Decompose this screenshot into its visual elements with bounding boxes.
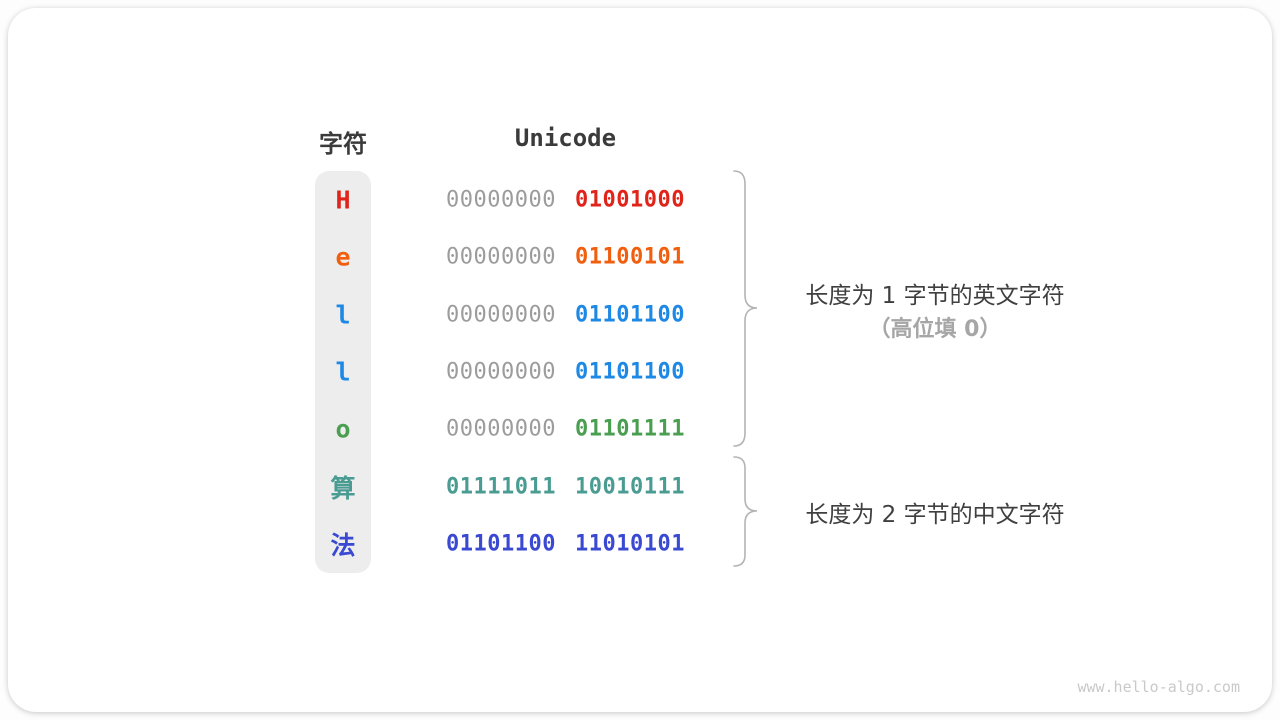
annotation-english-line2: （高位填 0） xyxy=(868,317,1002,342)
table-row: 法 01101100 11010101 xyxy=(8,516,1272,573)
annotation-chinese-line1: 长度为 2 字节的中文字符 xyxy=(805,502,1065,528)
character-cell: 法 xyxy=(330,531,356,561)
byte-low: 01001000 xyxy=(575,187,685,213)
char-column-background xyxy=(315,171,371,573)
encoding-table: H 00000000 01001000 e 00000000 01100101 … xyxy=(8,171,1272,573)
byte-high: 01101100 xyxy=(446,531,556,557)
character-cell: H xyxy=(335,185,351,215)
table-row: l 00000000 01101100 xyxy=(8,343,1272,400)
unicode-bytes: 00000000 01001000 xyxy=(428,187,703,212)
byte-low: 11010101 xyxy=(575,531,685,557)
unicode-bytes: 00000000 01100101 xyxy=(428,245,703,270)
byte-low: 01101100 xyxy=(575,359,685,385)
brace-english-group xyxy=(733,170,758,447)
table-row: l 00000000 01101100 xyxy=(8,286,1272,343)
byte-low: 01101100 xyxy=(575,302,685,328)
byte-high: 00000000 xyxy=(446,416,556,442)
table-row: H 00000000 01001000 xyxy=(8,171,1272,228)
character-cell: e xyxy=(335,242,351,272)
byte-high: 01111011 xyxy=(446,474,556,500)
watermark: www.hello-algo.com xyxy=(1077,678,1240,696)
byte-high: 00000000 xyxy=(446,244,556,270)
byte-high: 00000000 xyxy=(446,359,556,385)
table-row: e 00000000 01100101 xyxy=(8,228,1272,285)
character-cell: o xyxy=(335,414,351,444)
unicode-bytes: 00000000 01101100 xyxy=(428,359,703,384)
table-row: o 00000000 01101111 xyxy=(8,401,1272,458)
unicode-bytes: 01101100 11010101 xyxy=(428,532,703,557)
figure-card: 字符 Unicode H 00000000 01001000 e 0000000… xyxy=(8,8,1272,712)
byte-low: 01100101 xyxy=(575,244,685,270)
char-column-header: 字符 xyxy=(319,130,367,158)
character-cell: 算 xyxy=(330,473,356,503)
brace-chinese-group xyxy=(733,456,758,567)
unicode-bytes: 00000000 01101111 xyxy=(428,417,703,442)
byte-low: 10010111 xyxy=(575,474,685,500)
unicode-bytes: 00000000 01101100 xyxy=(428,302,703,327)
byte-high: 00000000 xyxy=(446,187,556,213)
unicode-column-header: Unicode xyxy=(514,124,617,152)
byte-low: 01101111 xyxy=(575,416,685,442)
character-cell: l xyxy=(335,300,351,330)
character-cell: l xyxy=(335,357,351,387)
byte-high: 00000000 xyxy=(446,302,556,328)
unicode-bytes: 01111011 10010111 xyxy=(428,474,703,499)
annotation-english-line1: 长度为 1 字节的英文字符 xyxy=(805,283,1065,309)
table-row: 算 01111011 10010111 xyxy=(8,458,1272,515)
